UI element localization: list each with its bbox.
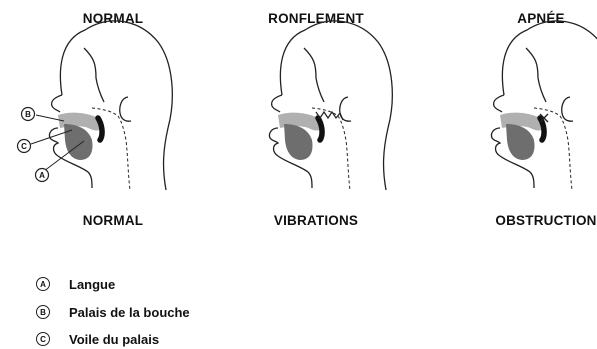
callout-a: A	[36, 169, 49, 182]
callout-c: C	[18, 140, 31, 153]
legend-label: Palais de la bouche	[69, 305, 190, 320]
legend-item-palate: B Palais de la bouche	[36, 303, 190, 321]
head-profile-snoring	[269, 21, 392, 190]
svg-text:C: C	[21, 142, 27, 151]
head-profile-apnea	[491, 21, 597, 190]
legend-marker: B	[36, 305, 50, 319]
legend-marker: C	[36, 332, 50, 346]
column-caption-vibrations: VIBRATIONS	[274, 213, 358, 228]
legend-item-soft-palate: C Voile du palais	[36, 330, 159, 348]
column-caption-obstruction: OBSTRUCTION	[495, 213, 596, 228]
vibration-zigzag	[316, 112, 343, 120]
legend-label: Langue	[69, 277, 115, 292]
legend-item-tongue: A Langue	[36, 275, 115, 293]
column-caption-normal: NORMAL	[83, 213, 143, 228]
head-profile-normal	[49, 21, 172, 190]
svg-text:A: A	[39, 171, 45, 180]
svg-text:B: B	[25, 110, 31, 119]
callout-b: B	[22, 108, 35, 121]
legend-label: Voile du palais	[69, 332, 159, 347]
legend-marker: A	[36, 277, 50, 291]
